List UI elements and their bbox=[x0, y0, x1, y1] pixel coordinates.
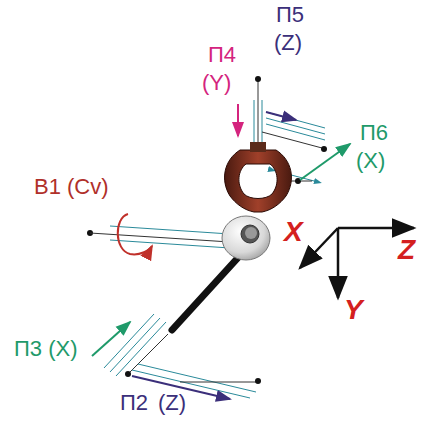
joint-label: П4 bbox=[208, 44, 236, 66]
axis-note: (Z) bbox=[158, 392, 186, 414]
joint-label: В1 (Cv) bbox=[34, 176, 109, 198]
joint-label: П3 (X) bbox=[14, 338, 78, 360]
axis-name: X bbox=[284, 218, 303, 246]
axis-note: (Y) bbox=[202, 72, 231, 94]
axis-name: Z bbox=[398, 236, 415, 264]
joint-label: П5 bbox=[276, 4, 304, 26]
joint-label: П6 bbox=[360, 122, 388, 144]
joint-label: П2 bbox=[120, 392, 148, 414]
axis-note: (Z) bbox=[274, 32, 302, 54]
axis-note: (X) bbox=[356, 150, 385, 172]
axis-name: Y bbox=[344, 296, 363, 324]
